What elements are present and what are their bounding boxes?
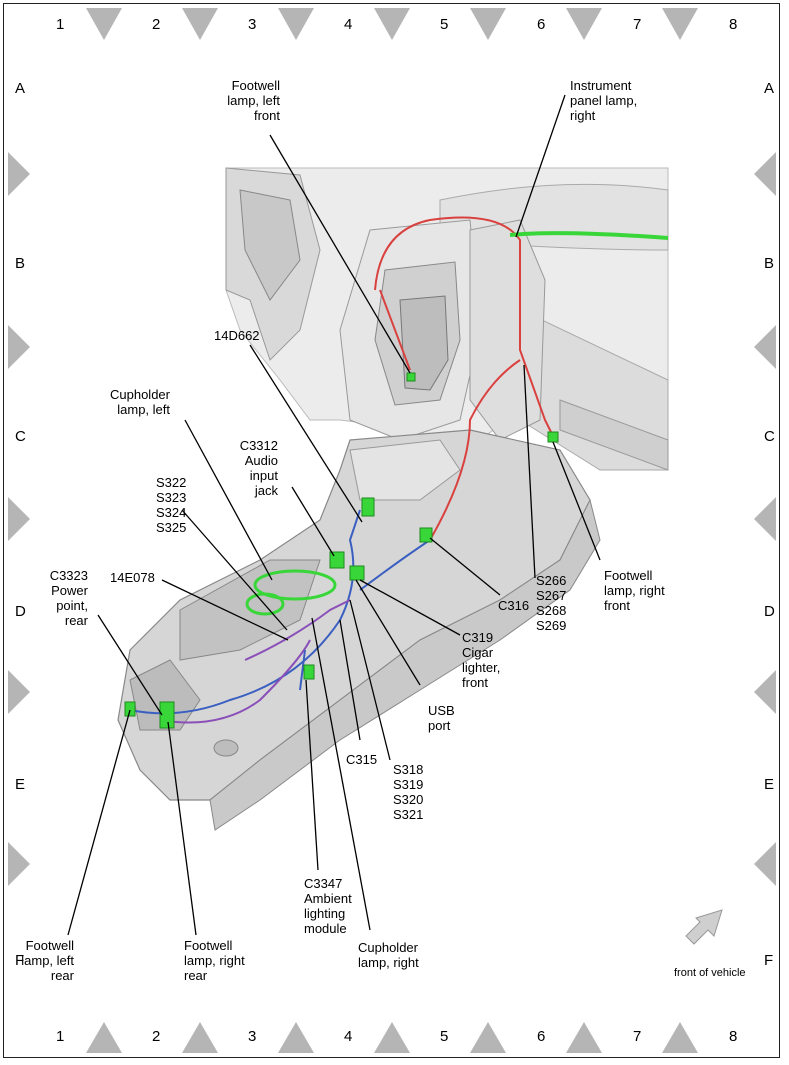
- col-4-top: 4: [344, 16, 353, 33]
- row-b-left: B: [15, 255, 26, 272]
- components: [124, 372, 559, 729]
- row-a-left: A: [15, 80, 26, 97]
- col-1-top: 1: [56, 16, 65, 33]
- label-14d662: 14D662: [214, 328, 260, 343]
- row-e-left: E: [15, 776, 26, 793]
- col-7-bottom: 7: [633, 1028, 642, 1045]
- front-arrow-icon: [685, 909, 723, 945]
- col-8-top: 8: [729, 16, 738, 33]
- col-8-bottom: 8: [729, 1028, 738, 1045]
- col-6-bottom: 6: [537, 1028, 546, 1045]
- row-c-left: C: [15, 428, 26, 445]
- label-14e078: 14E078: [110, 570, 155, 585]
- col-2-bottom: 2: [152, 1028, 161, 1045]
- col-7-top: 7: [633, 16, 642, 33]
- leaders: [67, 94, 601, 936]
- row-d-right: D: [764, 603, 775, 620]
- row-b-right: B: [764, 255, 775, 272]
- col-1-bottom: 1: [56, 1028, 65, 1045]
- row-f-right: F: [764, 952, 774, 969]
- col-2-top: 2: [152, 16, 161, 33]
- col-5-top: 5: [440, 16, 449, 33]
- label-front-of-vehicle: front of vehicle: [674, 967, 746, 979]
- label-c316: C316: [498, 598, 530, 613]
- row-f-left: F: [15, 952, 25, 969]
- col-5-bottom: 5: [440, 1028, 449, 1045]
- col-6-top: 6: [537, 16, 546, 33]
- row-d-left: D: [15, 603, 26, 620]
- grid-triangles: [8, 8, 776, 1053]
- row-a-right: A: [764, 80, 775, 97]
- row-e-right: E: [764, 776, 775, 793]
- row-c-right: C: [764, 428, 775, 445]
- col-4-bottom: 4: [344, 1028, 353, 1045]
- label-c315: C315: [346, 752, 378, 767]
- col-3-bottom: 3: [248, 1028, 257, 1045]
- col-3-top: 3: [248, 16, 257, 33]
